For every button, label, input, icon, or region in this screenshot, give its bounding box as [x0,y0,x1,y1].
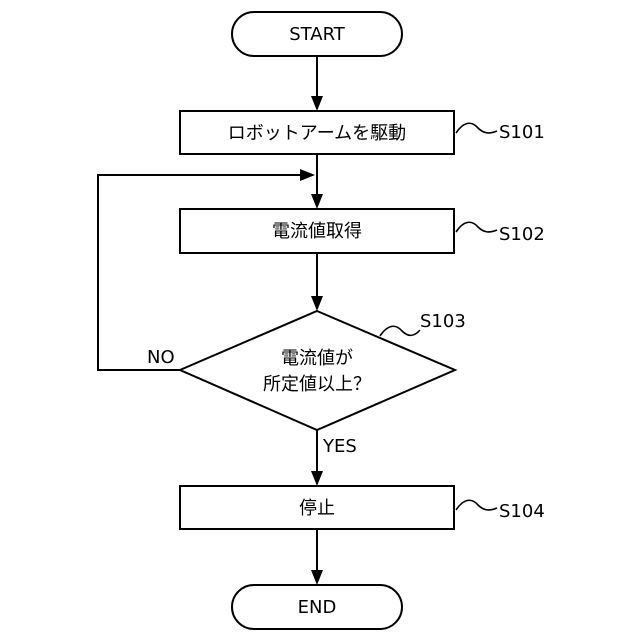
step-id-s101: S101 [499,122,545,143]
process-box-s102: 電流値取得 [180,209,454,253]
step-id-s103: S103 [420,311,466,332]
process-text-s104: 停止 [299,498,335,519]
arrow-s102-to-s103 [311,253,323,311]
start-label: START [289,24,346,45]
step-label-s103: S103 [380,311,466,336]
arrow-s101-to-s102 [311,154,323,209]
end-label: END [298,597,337,618]
decision-diamond-s103: 電流値が 所定値以上？ [180,311,455,430]
no-label: NO [147,347,175,368]
step-label-s102: S102 [456,222,545,245]
end-terminal: END [232,585,402,629]
step-label-s101: S101 [456,122,545,143]
step-label-s104: S104 [456,500,545,522]
process-box-s101: ロボットアームを駆動 [180,111,454,154]
process-text-s101: ロボットアームを駆動 [228,123,406,144]
start-terminal: START [232,12,402,56]
arrow-start-to-s101 [311,56,323,111]
yes-branch-arrow: YES [311,430,357,486]
decision-text-line1: 電流値が [281,348,353,369]
process-box-s104: 停止 [180,486,454,529]
arrow-s104-to-end [311,529,323,585]
process-text-s102: 電流値取得 [272,221,362,242]
step-id-s102: S102 [499,224,545,245]
step-id-s104: S104 [499,501,545,522]
decision-text-line2: 所定値以上？ [263,374,371,395]
yes-label: YES [322,436,357,457]
